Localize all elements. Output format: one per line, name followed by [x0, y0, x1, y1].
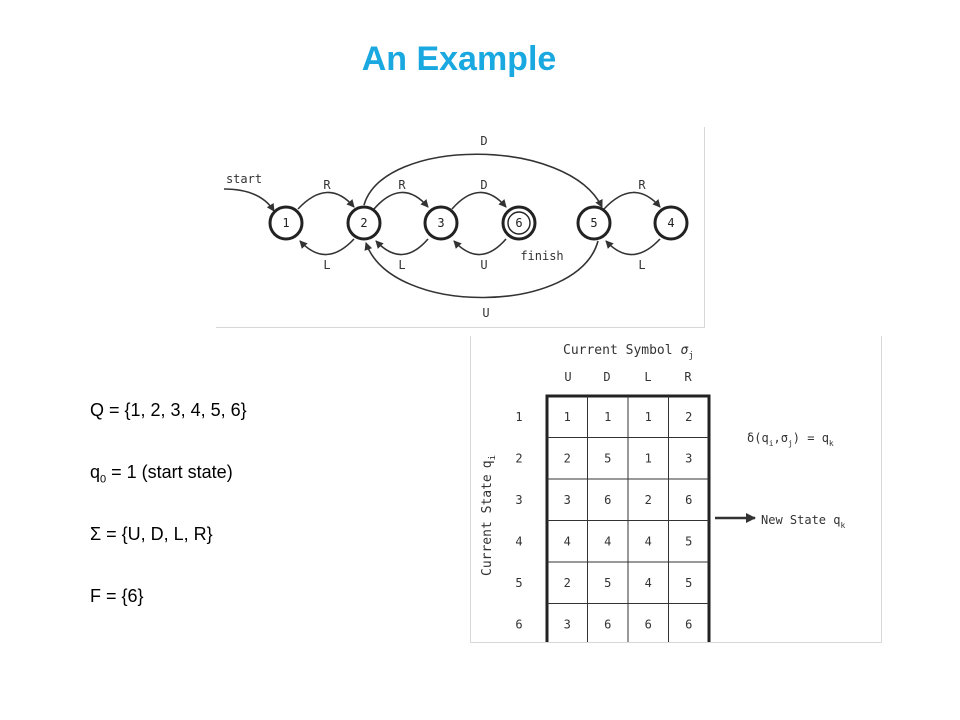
final-set: F = {6} — [90, 586, 144, 606]
row-axis-label: Current Stateqi — [480, 455, 498, 576]
table-cell: 2 — [564, 451, 571, 465]
row-label-4: 4 — [515, 534, 522, 548]
state-diagram-svg: 1 2 3 6 5 4 start finish R L R L D U R L D U — [223, 134, 689, 320]
edge-label-2-1: L — [323, 258, 330, 272]
table-cell: 6 — [604, 493, 611, 507]
edge-label-4-5: L — [638, 258, 645, 272]
table-cell: 5 — [685, 534, 692, 548]
table-cell: 5 — [685, 576, 692, 590]
state-3: 3 — [423, 205, 459, 241]
edge-6-3 — [453, 238, 507, 256]
edge-3-2 — [375, 238, 429, 256]
table-cell: 3 — [564, 493, 571, 507]
edge-2-3 — [373, 191, 429, 210]
edge-2-1 — [299, 238, 355, 256]
column-header-D: D — [603, 370, 610, 384]
table-cell: 4 — [645, 576, 652, 590]
row-label-3: 3 — [515, 493, 522, 507]
table-cell: 2 — [645, 493, 652, 507]
state-label: 1 — [282, 216, 289, 230]
edge-5-2 — [364, 240, 599, 299]
table-cell: 1 — [604, 410, 611, 424]
state-6: 6 — [501, 205, 537, 241]
table-cell: 2 — [564, 576, 571, 590]
automaton-definition: Q = {1, 2, 3, 4, 5, 6} q0 = 1 (start sta… — [90, 400, 247, 648]
edge-label-1-2: R — [323, 178, 331, 192]
state-4: 4 — [653, 205, 689, 241]
table-cell: 4 — [604, 534, 611, 548]
row-label-1: 1 — [515, 410, 522, 424]
edge-2-5 — [363, 153, 603, 208]
table-cell: 1 — [645, 410, 652, 424]
state-2: 2 — [346, 205, 382, 241]
state-diagram: 1 2 3 6 5 4 start finish R L R L D U R L D U — [216, 127, 705, 328]
state-label: 5 — [590, 216, 597, 230]
edge-label-5-4: R — [638, 178, 646, 192]
edge-label-6-3: U — [480, 258, 487, 272]
table-cell: 4 — [564, 534, 571, 548]
table-cell: 6 — [645, 617, 652, 631]
edge-label-3-2: L — [398, 258, 405, 272]
table-cell: 1 — [564, 410, 571, 424]
table-cell: 1 — [645, 451, 652, 465]
page-title: An Example — [361, 40, 557, 78]
table-cell: 4 — [645, 534, 652, 548]
edge-4-5 — [605, 238, 661, 256]
start-label: start — [226, 172, 262, 186]
state-label: 6 — [515, 216, 522, 230]
table-cell: 5 — [604, 576, 611, 590]
table-cell: 6 — [685, 617, 692, 631]
transition-formula: δ(qi,σj) = qk — [747, 431, 834, 448]
table-cell: 5 — [604, 451, 611, 465]
state-label: 2 — [360, 216, 367, 230]
edge-label-5-2: U — [482, 306, 489, 320]
row-label-2: 2 — [515, 451, 522, 465]
state-label: 3 — [437, 216, 444, 230]
edge-label-2-5: D — [480, 134, 487, 148]
start-arrow — [223, 188, 275, 212]
state-5: 5 — [576, 205, 612, 241]
edge-3-6 — [451, 191, 507, 210]
state-set: Q = {1, 2, 3, 4, 5, 6} — [90, 400, 247, 420]
start-state-def: q0 = 1 (start state) — [90, 462, 233, 486]
table-cell: 3 — [685, 451, 692, 465]
column-header-U: U — [564, 370, 571, 384]
edge-1-2 — [297, 191, 355, 210]
edge-5-4 — [603, 191, 661, 210]
column-header-L: L — [644, 370, 651, 384]
table-cell: 6 — [604, 617, 611, 631]
table-cell: 2 — [685, 410, 692, 424]
table-cell: 3 — [564, 617, 571, 631]
edge-label-3-6: D — [480, 178, 487, 192]
column-header-R: R — [684, 370, 692, 384]
new-state-label: New State qk — [761, 513, 845, 530]
row-label-6: 6 — [515, 617, 522, 631]
finish-label: finish — [520, 249, 563, 263]
edge-label-2-3: R — [398, 178, 406, 192]
table-cell: 6 — [685, 493, 692, 507]
row-label-5: 5 — [515, 576, 522, 590]
state-label: 4 — [667, 216, 674, 230]
alphabet-def: Σ = {U, D, L, R} — [90, 524, 213, 544]
state-1: 1 — [268, 205, 304, 241]
